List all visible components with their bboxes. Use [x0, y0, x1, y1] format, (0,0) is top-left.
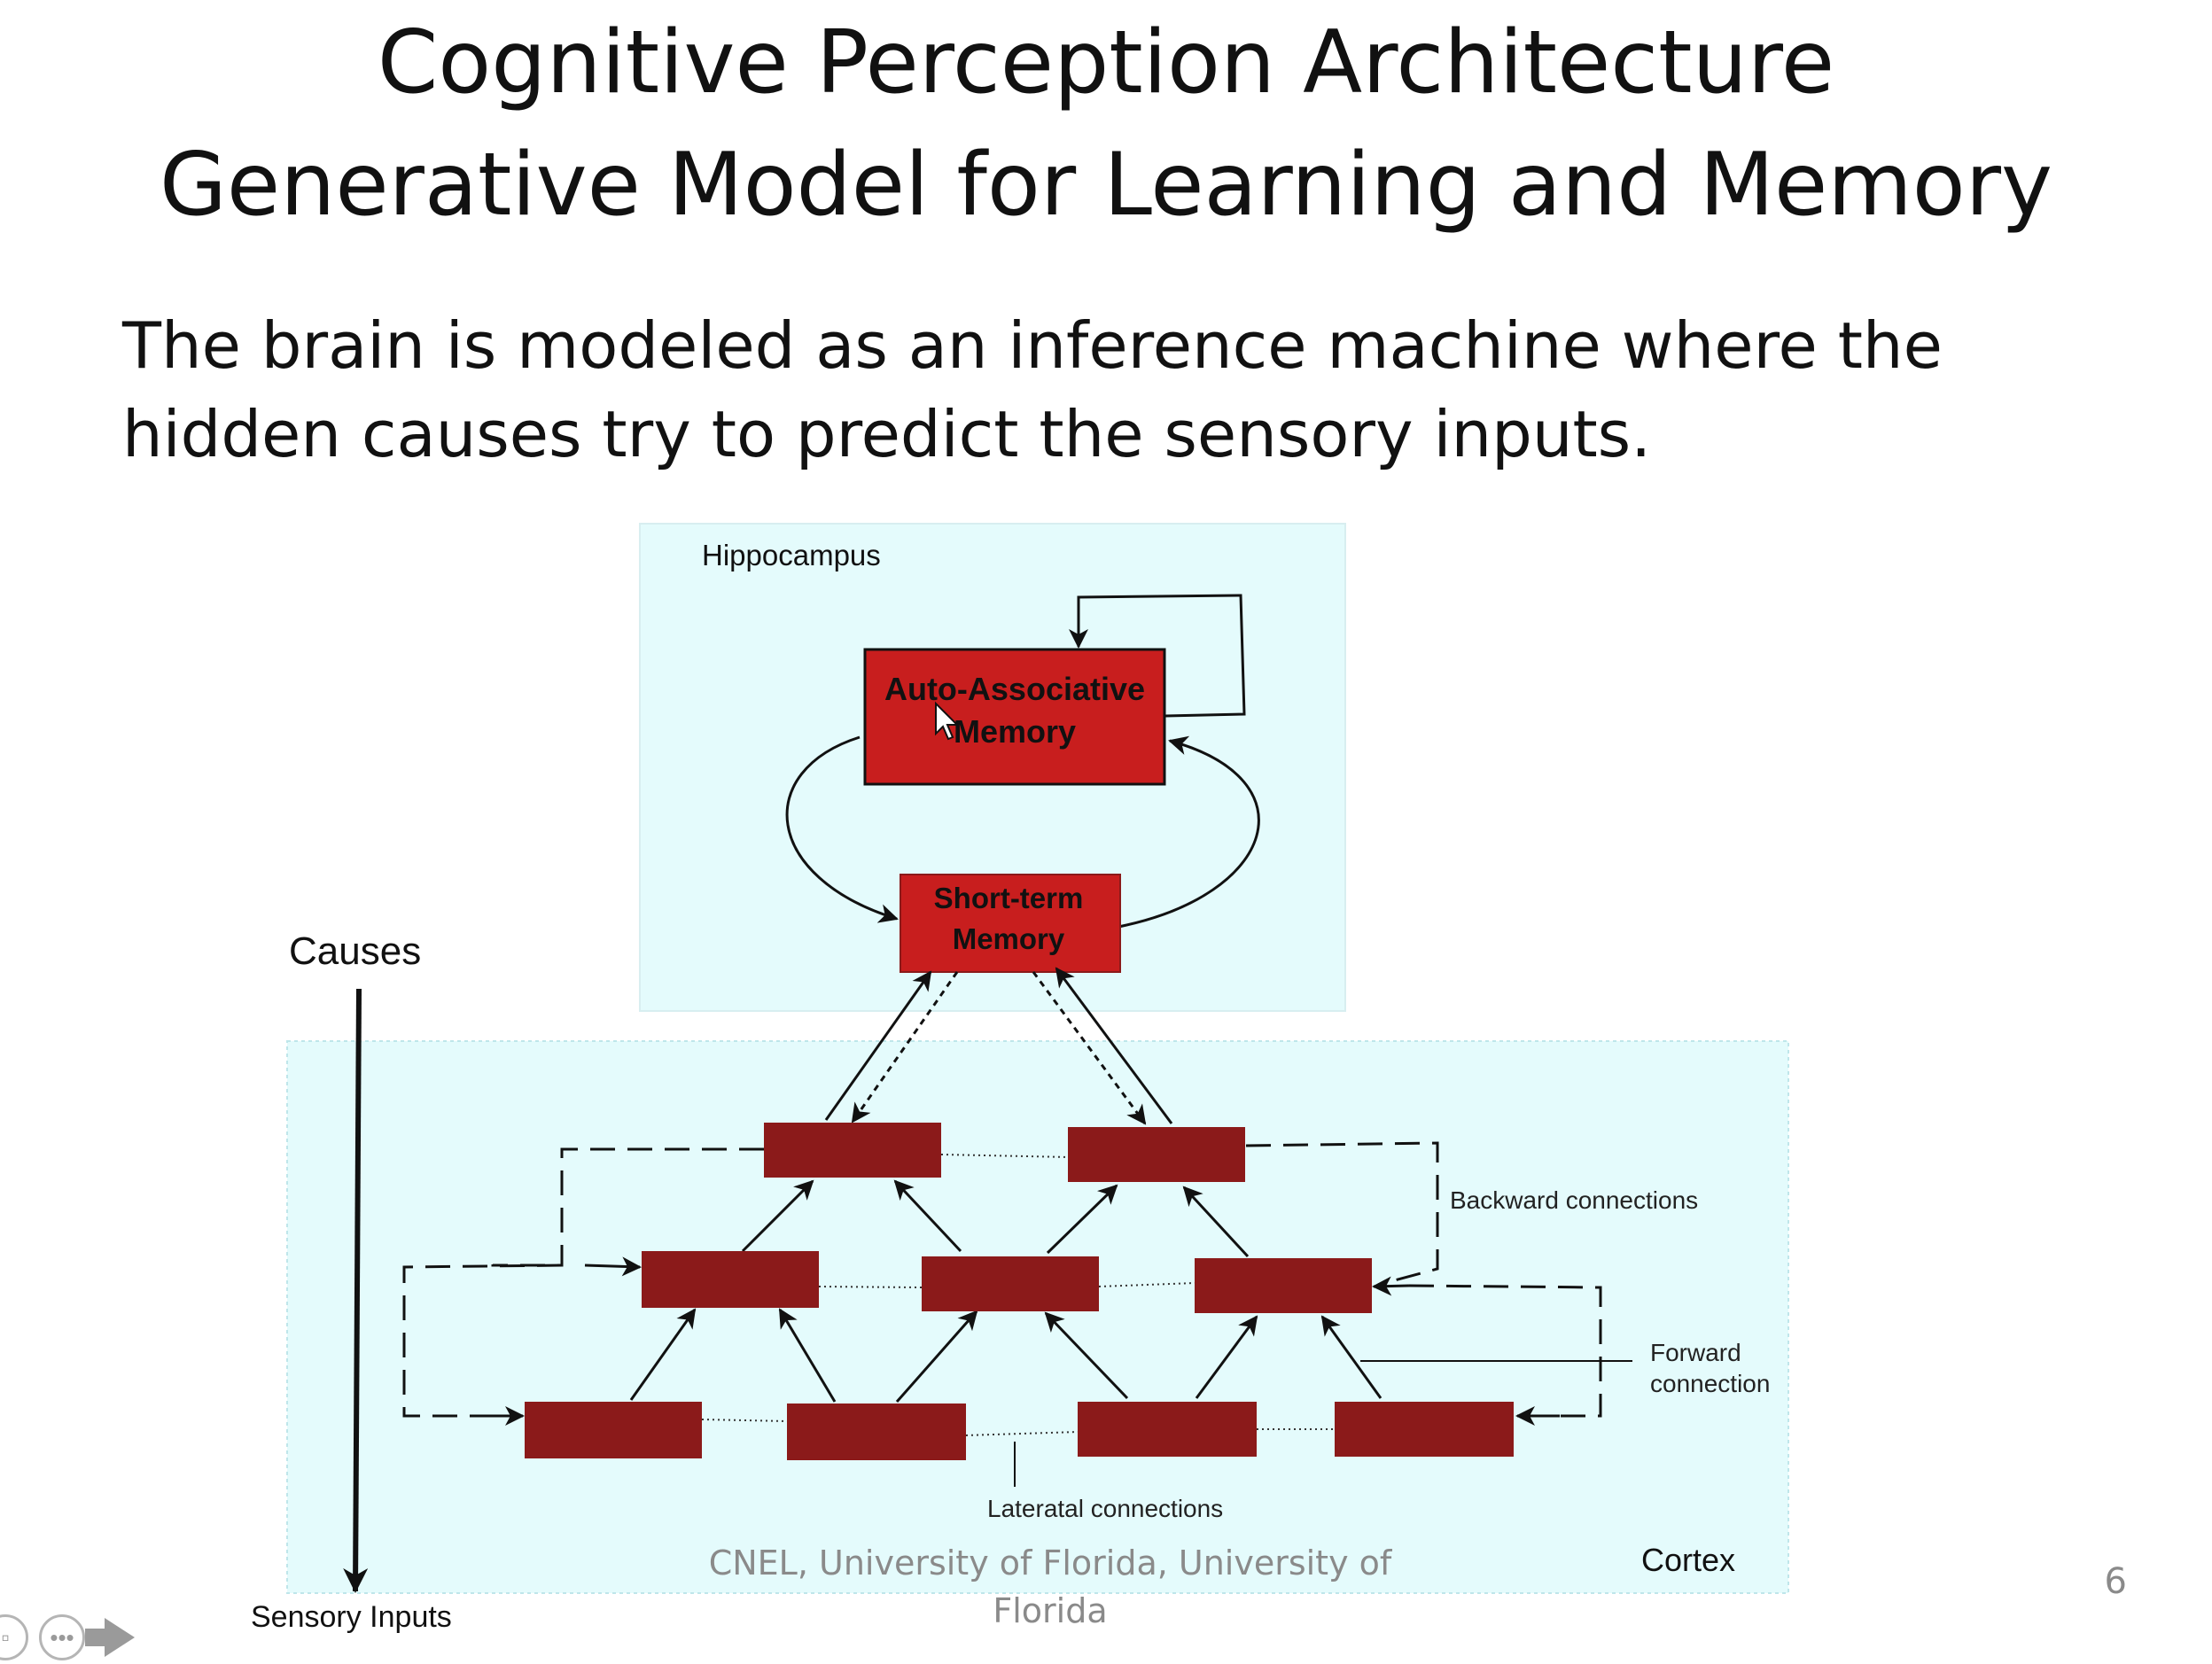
- backward-connection: [1408, 1284, 1602, 1418]
- forward-connection: [1195, 1315, 1258, 1399]
- cortex-node[interactable]: [525, 1402, 702, 1458]
- sensory-inputs-label: Sensory Inputs: [251, 1600, 452, 1634]
- lateral-connection: [701, 1419, 788, 1422]
- cortex-node[interactable]: [1078, 1402, 1257, 1457]
- forward-connection-label-line1: Forward: [1650, 1339, 1741, 1366]
- backward-connection: [584, 1256, 642, 1277]
- backward-connections-label: Backward connections: [1450, 1186, 1698, 1214]
- hippocampus-label: Hippocampus: [702, 539, 881, 572]
- next-arrow-icon[interactable]: [85, 1618, 135, 1657]
- aam-label-line1: Auto-Associative: [884, 671, 1145, 707]
- slide-subtitle: Generative Model for Learning and Memory: [159, 135, 2053, 236]
- lateral-connection: [1098, 1282, 1196, 1287]
- backward-connection: [1372, 1276, 1410, 1296]
- stm-to-aam-curve: [1118, 735, 1260, 929]
- auto-associative-memory-box[interactable]: [863, 648, 1166, 786]
- causes-label: Causes: [289, 929, 421, 973]
- cortex-node[interactable]: [1335, 1402, 1514, 1457]
- slideshow-controls: ▫ •••: [0, 1611, 135, 1664]
- causes-to-sensory-arrow: [343, 988, 369, 1593]
- forward-connection: [1320, 1315, 1382, 1399]
- cortex-node[interactable]: [787, 1404, 966, 1460]
- slide-body-text: The brain is modeled as an inference mac…: [122, 308, 1943, 471]
- stm-label-line2: Memory: [953, 922, 1065, 955]
- backward-connection: [851, 971, 959, 1124]
- backward-connection: [402, 1264, 563, 1418]
- backward-connection: [1245, 1141, 1439, 1287]
- forward-connection: [895, 1310, 978, 1403]
- slide-title: Cognitive Perception Architecture: [377, 12, 1835, 113]
- self-loop-connection: [1069, 594, 1246, 718]
- forward-connection: [1182, 1186, 1250, 1258]
- cortex-node[interactable]: [922, 1256, 1099, 1311]
- forward-connection: [893, 1179, 962, 1253]
- cortex-label: Cortex: [1641, 1542, 1735, 1578]
- cortex-node[interactable]: [764, 1123, 941, 1178]
- slides-icon[interactable]: ▫: [0, 1614, 28, 1660]
- cortex-node[interactable]: [1195, 1258, 1372, 1313]
- page-number: 6: [2104, 1561, 2127, 1602]
- forward-connection-label-line2: connection: [1650, 1370, 1770, 1397]
- mouse-cursor-icon: [935, 701, 960, 741]
- forward-connection: [1046, 1184, 1118, 1255]
- forward-connection: [1044, 1311, 1129, 1400]
- cortex-region: [286, 1040, 1789, 1594]
- slide-footer: CNEL, University of Florida, University …: [708, 1543, 1392, 1630]
- stm-label-line1: Short-term: [934, 882, 1084, 914]
- forward-connection: [778, 1308, 837, 1403]
- forward-connection: [824, 970, 932, 1121]
- aam-to-stm-curve: [785, 735, 899, 923]
- cortex-node[interactable]: [642, 1251, 819, 1308]
- aam-label-line2: Memory: [954, 713, 1076, 750]
- backward-connection: [1032, 971, 1147, 1125]
- forward-connection: [741, 1179, 814, 1253]
- forward-connection: [1055, 967, 1173, 1124]
- more-options-icon[interactable]: •••: [39, 1614, 85, 1660]
- lateral-connections-label: Lateratal connections: [987, 1495, 1223, 1522]
- short-term-memory-box[interactable]: [900, 874, 1121, 973]
- forward-connection: [629, 1308, 697, 1401]
- cortex-node[interactable]: [1068, 1127, 1245, 1182]
